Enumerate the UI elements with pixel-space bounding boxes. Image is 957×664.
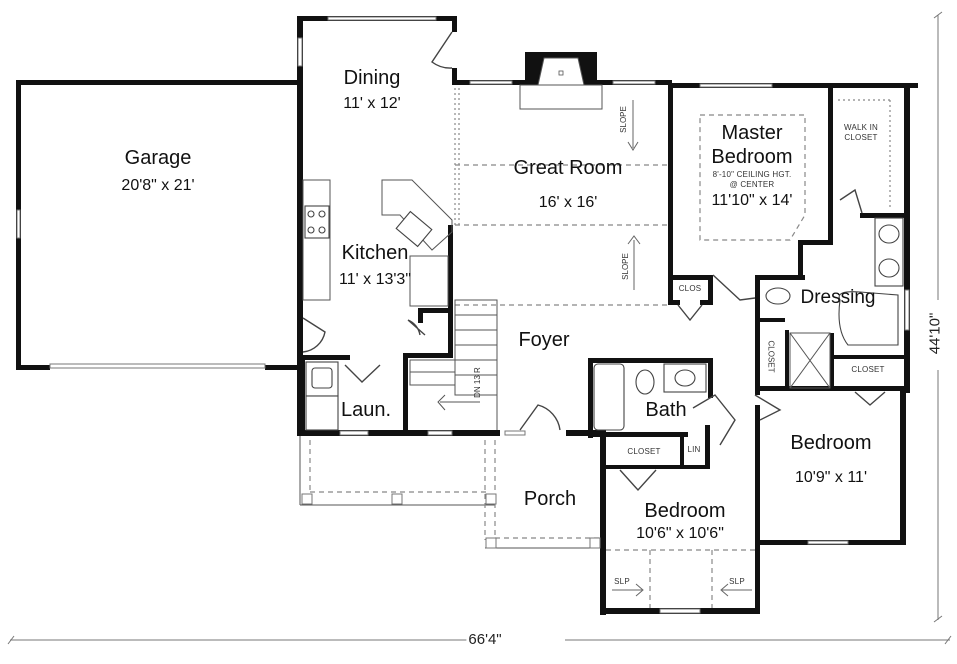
master-ceiling-note-line2: @ CENTER [729,180,775,189]
laundry-fixtures [305,361,339,431]
slope-bottom-label: SLOPE [620,253,630,280]
interior-walls [300,83,908,545]
bath-fixtures [593,363,707,431]
door-swings [302,31,886,492]
porch-label: Porch [523,488,577,510]
foyer-label: Foyer [518,329,570,351]
closet-vertical-label: CLOSET [766,340,776,373]
porch [299,436,601,549]
closet-bath-label: CLOSET [627,447,661,456]
kitchen-label: Kitchen [341,242,409,264]
stairs [409,299,498,430]
dining-size: 11' x 12' [343,95,401,112]
bedroom-2-size: 10'9" x 11' [795,469,867,486]
walk-in-closet-label-line2: CLOSET [844,133,878,142]
ceiling-lines [454,88,891,608]
walk-in-closet-label-line1: WALK IN [844,123,878,132]
dimension-lines [7,11,952,645]
overall-depth-dimension: 44'10" [926,310,944,357]
garage-size: 20'8" x 21' [121,177,195,194]
slp-left-label: SLP [614,577,630,586]
master-bedroom-size: 11'10" x 14' [711,192,793,209]
overall-width-dimension: 66'4" [466,631,504,648]
slope-top-label: SLOPE [618,106,628,133]
garage-label: Garage [124,147,192,169]
great-room-size: 16' x 16' [538,194,598,211]
clos-label: CLOS [678,284,702,293]
exterior-walls [297,16,918,615]
laundry-label: Laun. [340,399,392,421]
closet-dressing-label: CLOSET [851,365,885,374]
bath-label: Bath [645,399,687,421]
bedroom-2-label: Bedroom [790,432,872,454]
garage-walls [16,80,300,370]
kitchen-size: 11' x 13'3" [339,271,411,288]
slp-right-label: SLP [729,577,745,586]
master-bedroom-label-line1: Master [721,122,783,144]
kitchen-fixtures [302,179,453,307]
master-bedroom-label-line2: Bedroom [711,146,793,168]
master-ceiling-note-line1: 8'-10" CEILING HGT. [712,170,792,179]
bedroom-3-size: 10'6" x 10'6" [636,525,724,542]
master-bath-fixtures [765,217,904,389]
dressing-label: Dressing [800,287,876,308]
great-room-label: Great Room [513,157,623,179]
dining-label: Dining [343,67,401,89]
stairs-label: DN 13 R [472,367,482,398]
bedroom-3-label: Bedroom [644,500,726,522]
lin-label: LIN [687,445,701,454]
